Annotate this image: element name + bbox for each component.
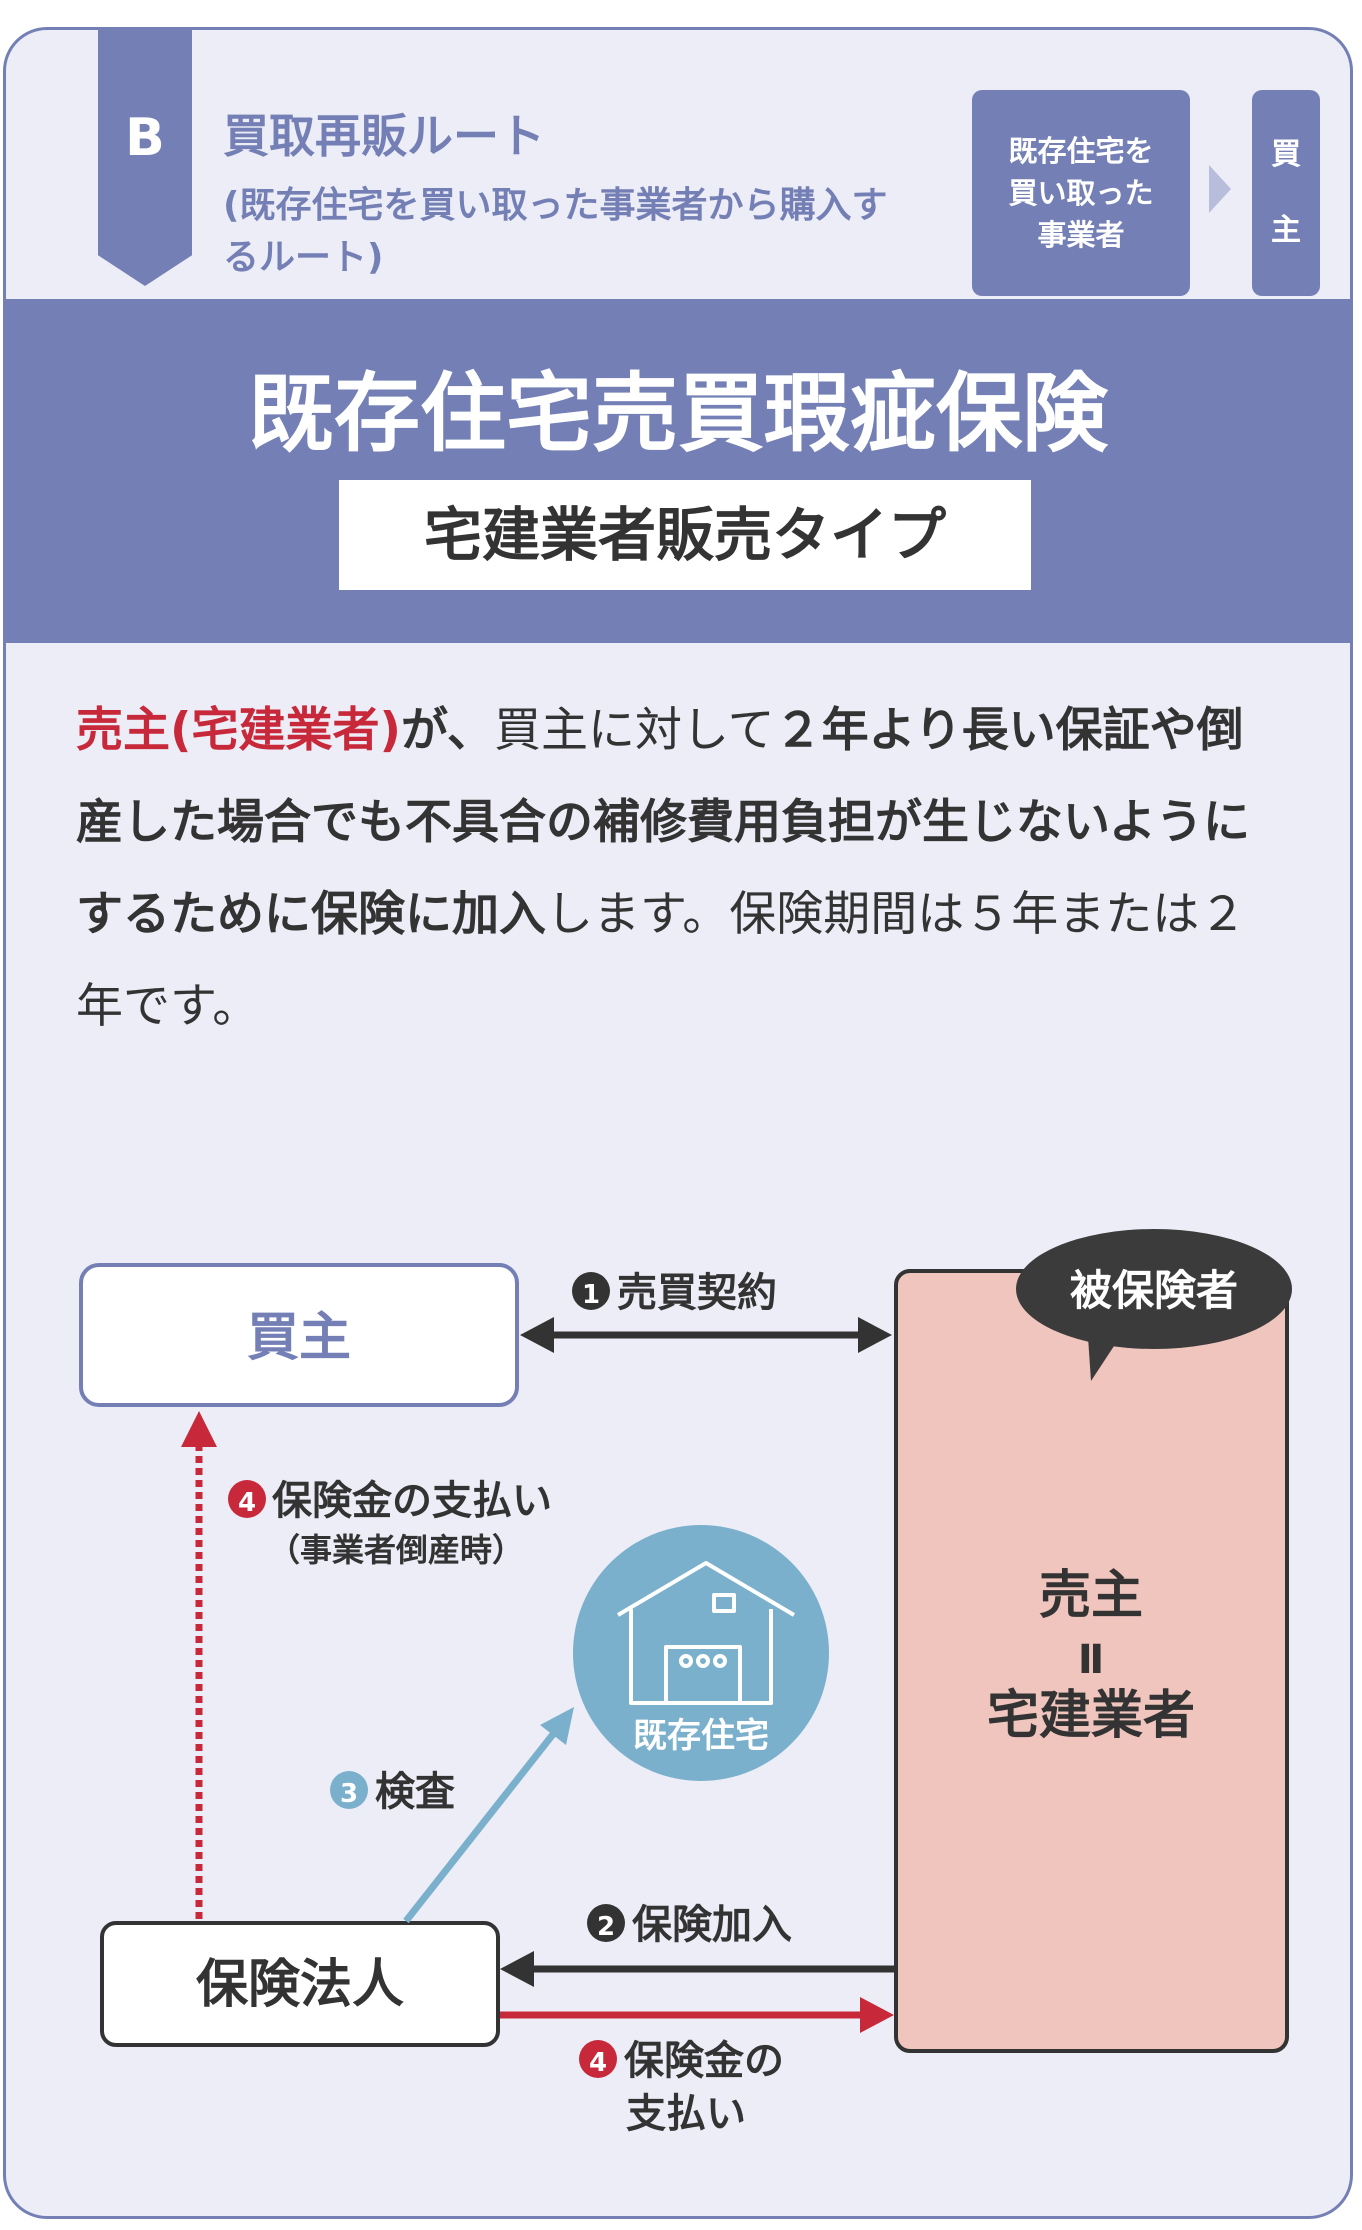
house-circle [573, 1525, 829, 1781]
step2-number: 2 [597, 1912, 615, 1942]
route-title: 買取再販ルート [223, 109, 545, 163]
insurance-flow-diagram: 買主 売主 Ⅱ 宅建業者 被保険者 保険法人 既存住宅 [79, 1229, 1292, 2137]
step4b-label-1: 保険金の [624, 2038, 784, 2084]
payout-seller-arrowhead [860, 1997, 894, 2033]
insured-bubble [1016, 1229, 1292, 1381]
step1-number: 1 [582, 1280, 600, 1310]
step4a-note: （事業者倒産時） [268, 1531, 524, 1569]
step2-marker [587, 1904, 625, 1942]
description: 売主(宅建業者)が、買主に対して２年より長い保証や倒産した場合でも不具合の補修費… [76, 685, 1276, 1053]
enroll-arrowhead [500, 1951, 534, 1987]
description-text-2: 買主に対して [494, 703, 775, 758]
step4b-marker [579, 2040, 617, 2078]
buyer-box [79, 1263, 519, 1407]
seller-equals: Ⅱ [1078, 1637, 1104, 1683]
flow-to-label: 買主 [1271, 137, 1301, 248]
step4a-label: 保険金の支払い [272, 1478, 552, 1524]
description-text-1: が、 [400, 703, 495, 758]
insurer-box [100, 1921, 500, 2047]
step4a-marker [228, 1480, 266, 1518]
title-band: 既存住宅売買瑕疵保険 宅建業者販売タイプ [6, 299, 1350, 643]
step4b-number: 4 [589, 2048, 607, 2078]
inspection-arrowhead [540, 1707, 574, 1745]
contract-arrowhead-right [858, 1317, 892, 1353]
insured-label: 被保険者 [1070, 1266, 1238, 1315]
page-title: 既存住宅売買瑕疵保険 [248, 364, 1108, 464]
route-card: B 買取再販ルート (既存住宅を買い取った事業者から購入するルート) 既存住宅を… [3, 27, 1353, 2219]
insurance-type-label: 宅建業者販売タイプ [339, 480, 1031, 590]
description-seller: 売主(宅建業者) [76, 703, 401, 758]
seller-label: 売主 [1039, 1566, 1143, 1626]
step3-number: 3 [340, 1779, 358, 1809]
payout-buyer-arrowhead [181, 1411, 217, 1447]
flow-from-box: 既存住宅を買い取った事業者 [972, 90, 1190, 296]
route-badge-letter: B [125, 108, 165, 168]
seller-broker-label: 宅建業者 [987, 1686, 1195, 1746]
step4a-number: 4 [238, 1488, 256, 1518]
flow-arrow-icon [1209, 165, 1231, 213]
description-text-bold: ２年より長い保証や倒産した場合でも不具合の補修費用負担が生じないようにするために… [76, 703, 1251, 942]
buyer-label: 買主 [247, 1308, 351, 1368]
step1-marker [572, 1272, 610, 1310]
step4b-label-2: 支払い [626, 2091, 746, 2137]
flow-from-label: 既存住宅を買い取った事業者 [1008, 134, 1154, 252]
inspection-arrow [403, 1730, 557, 1924]
route-badge [98, 30, 192, 286]
insurer-label: 保険法人 [196, 1955, 404, 2015]
description-text-3: します。保険期間は５年または２年です。 [76, 887, 1247, 1034]
house-label: 既存住宅 [633, 1716, 769, 1756]
step3-label: 検査 [375, 1769, 455, 1815]
flow-to-box: 買主 [1252, 90, 1320, 296]
step2-label: 保険加入 [632, 1902, 792, 1948]
house-icon [616, 1561, 796, 1705]
step3-marker [330, 1771, 368, 1809]
route-subtitle: (既存住宅を買い取った事業者から購入するルート) [223, 185, 888, 278]
contract-arrowhead-left [520, 1317, 554, 1353]
step1-label: 売買契約 [617, 1270, 777, 1316]
